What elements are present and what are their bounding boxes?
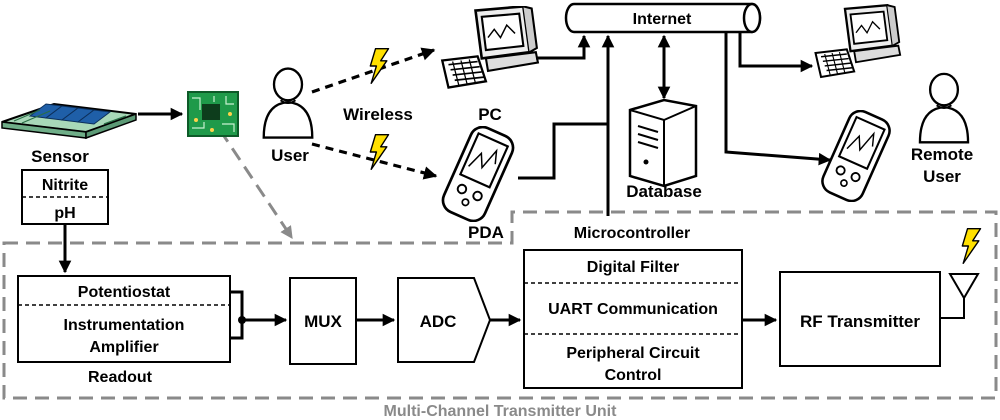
ph-label: pH <box>54 205 75 222</box>
sensor-label: Sensor <box>31 147 89 166</box>
internet-cloud-pipe <box>564 2 762 34</box>
transmitter-unit-frame <box>2 210 998 400</box>
internet-label: Internet <box>633 11 692 28</box>
pda-label: PDA <box>468 223 504 242</box>
peripheral-circuit-label-line1: Peripheral Circuit <box>566 345 700 362</box>
microcontroller-block <box>523 249 743 389</box>
adc-label: ADC <box>420 312 457 331</box>
user-label: User <box>271 146 309 165</box>
desktop-computer-icon <box>814 4 902 79</box>
readout-block <box>17 275 231 363</box>
antenna-icon <box>940 273 980 319</box>
wireless-link-pc <box>311 47 436 94</box>
remote-user-icon <box>918 72 970 144</box>
remote-user-label-line1: Remote <box>911 145 973 164</box>
lightning-bolt-icon <box>369 48 390 84</box>
mux-label: MUX <box>304 312 342 331</box>
pc-to-internet-arrow <box>536 34 591 60</box>
desktop-computer-icon <box>440 6 540 89</box>
pc-label: PC <box>478 105 502 124</box>
internet-to-remote-pc-arrow <box>738 32 814 73</box>
wireless-link-pda <box>311 142 438 180</box>
pda-icon <box>820 110 892 202</box>
readout-bracket <box>230 290 244 340</box>
rf-transmitter-block <box>779 271 941 367</box>
internet-to-remote-pda-arrow <box>724 32 832 166</box>
uart-communication-label: UART Communication <box>548 301 718 318</box>
wireless-label: Wireless <box>343 105 413 124</box>
microcontroller-label: Microcontroller <box>574 225 690 242</box>
pda-icon <box>440 126 516 222</box>
database-label: Database <box>626 182 702 201</box>
digital-filter-label: Digital Filter <box>587 259 679 276</box>
circuit-board-icon <box>187 91 239 137</box>
mux-block <box>289 277 357 365</box>
pda-to-internet-arrow <box>518 34 615 180</box>
database-server-icon <box>628 98 698 188</box>
instrumentation-amplifier-label-line1: Instrumentation <box>64 317 185 334</box>
unit-caption: Multi-Channel Transmitter Unit <box>384 403 618 420</box>
lightning-bolt-icon <box>961 228 982 264</box>
adc-block <box>397 277 492 363</box>
remote-user-label-line2: User <box>923 167 961 186</box>
peripheral-circuit-label-line2: Control <box>605 367 662 384</box>
user-icon <box>262 67 314 139</box>
nitrite-label: Nitrite <box>42 177 88 194</box>
instrumentation-amplifier-label-line2: Amplifier <box>89 339 158 356</box>
sensor-chip-icon <box>1 102 137 140</box>
rf-transmitter-label: RF Transmitter <box>800 312 920 331</box>
readout-label: Readout <box>88 369 153 386</box>
potentiostat-label: Potentiostat <box>78 284 171 301</box>
